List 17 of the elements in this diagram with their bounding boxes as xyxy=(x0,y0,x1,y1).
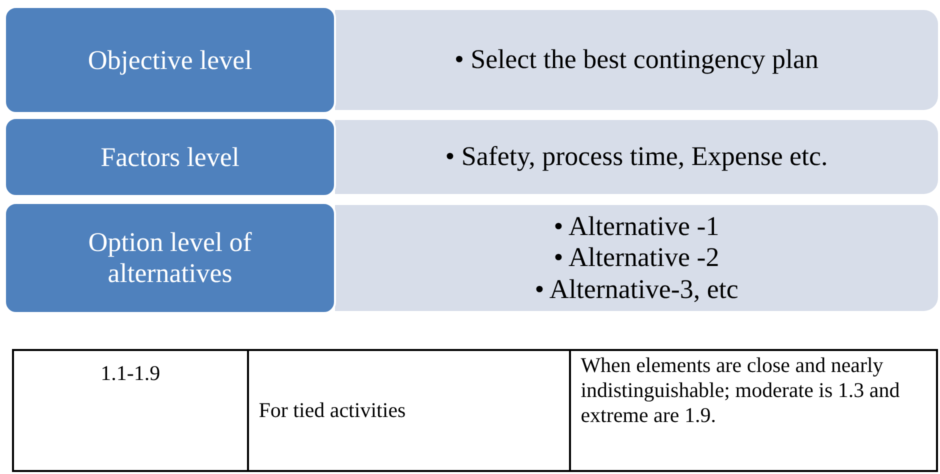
level-title: Option level of alternatives xyxy=(87,227,253,289)
description-box xyxy=(335,10,938,110)
table-cell: When elements are close and nearly indistinguishable; moderate is 1.3 and extreme are 1.9. xyxy=(570,350,937,471)
level-title: Objective level xyxy=(86,44,254,76)
level-box xyxy=(4,6,336,114)
bullet-item: • Alternative -1 xyxy=(552,211,720,242)
bullet-item: • Safety, process time, Expense etc. xyxy=(445,141,828,173)
bullet-item: • Alternative-3, etc xyxy=(534,274,738,305)
table-cell: For tied activities xyxy=(248,350,570,471)
level-box xyxy=(4,202,336,314)
description-box xyxy=(335,120,938,194)
description-box xyxy=(335,205,938,311)
table-cell: 1.1-1.9 xyxy=(13,350,248,471)
level-title: Factors level xyxy=(100,142,240,172)
level-box xyxy=(4,117,336,197)
bullet-item: • Select the best contingency plan xyxy=(454,44,819,76)
bullet-item: • Alternative -2 xyxy=(552,242,720,274)
